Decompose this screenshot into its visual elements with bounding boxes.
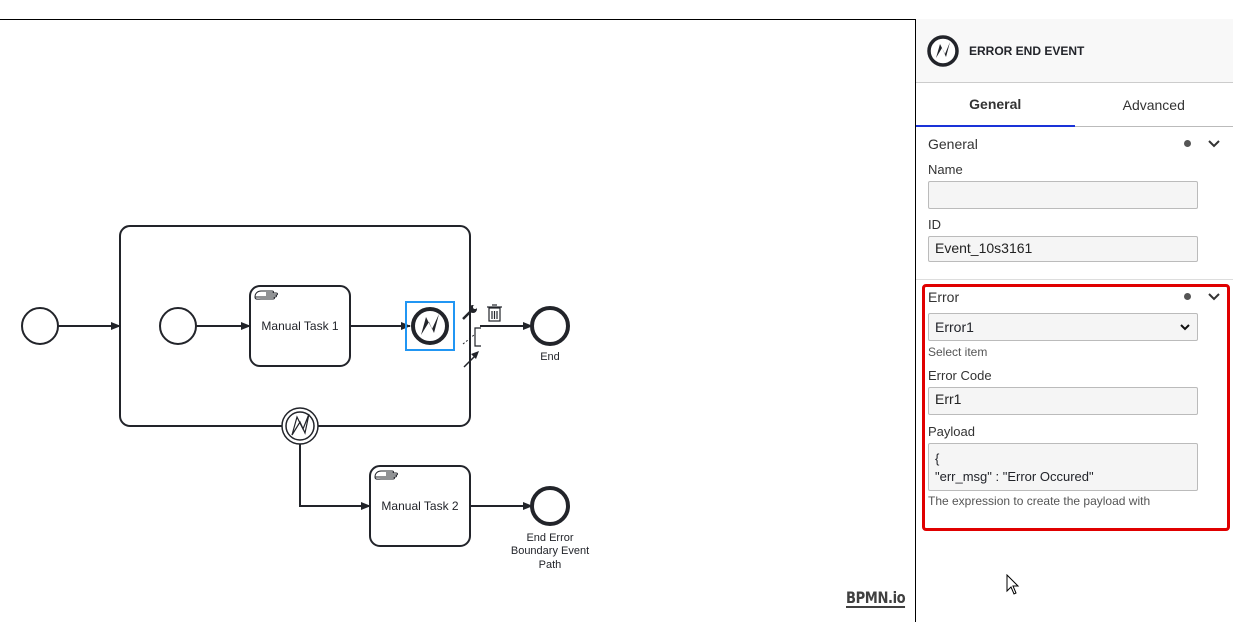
selection-outline <box>405 301 455 351</box>
name-label: Name <box>928 162 963 177</box>
general-group-title: General <box>928 135 978 152</box>
hand-icon <box>374 470 398 480</box>
wrench-icon[interactable] <box>462 305 477 320</box>
chevron-down-icon[interactable] <box>1207 137 1221 151</box>
error-end-event-icon <box>927 34 959 67</box>
mouse-cursor-icon <box>1006 574 1020 595</box>
connect-arrow-icon[interactable] <box>463 351 479 368</box>
chevron-down-icon <box>1180 324 1190 331</box>
error-select[interactable]: Error1 <box>928 313 1198 341</box>
bpmn-io-watermark[interactable]: BPMN.io <box>846 588 906 608</box>
diagram-canvas[interactable]: Manual Task 1 End <box>0 19 915 622</box>
inner-start-event[interactable] <box>159 307 197 345</box>
error-code-label: Error Code <box>928 368 992 383</box>
payload-hint: The expression to create the payload wit… <box>928 494 1151 508</box>
properties-panel: ERROR END EVENT General Advanced General… <box>915 19 1233 622</box>
panel-header-title: ERROR END EVENT <box>969 43 1085 58</box>
error-icon <box>291 413 310 436</box>
payload-label: Payload <box>928 424 975 439</box>
start-event[interactable] <box>21 307 59 345</box>
payload-line-1: { <box>935 451 940 466</box>
tab-general[interactable]: General <box>916 83 1075 127</box>
id-label: ID <box>928 217 941 232</box>
payload-line-2: "err_msg" : "Error Occured" <box>935 469 1094 484</box>
data-indicator-dot <box>1184 140 1191 147</box>
end-error-label-line1: End Error <box>526 532 573 544</box>
data-indicator-dot <box>1184 293 1191 300</box>
sequence-flow[interactable] <box>299 444 371 510</box>
general-group: General Name ID Event_10s3161 <box>916 127 1233 279</box>
tab-advanced[interactable]: Advanced <box>1122 96 1185 113</box>
id-field[interactable]: Event_10s3161 <box>928 236 1198 262</box>
name-field[interactable] <box>928 181 1198 209</box>
end-event[interactable] <box>530 306 570 346</box>
manual-task-2-label: Manual Task 2 <box>381 499 458 513</box>
error-group-title: Error <box>928 288 960 305</box>
general-group-header[interactable]: General <box>928 127 1221 160</box>
end-error-event[interactable] <box>530 486 570 526</box>
end-error-label-line3: Path <box>539 559 562 571</box>
bpmn-diagram[interactable]: Manual Task 1 End <box>0 1 915 623</box>
select-hint: Select item <box>928 345 988 359</box>
error-select-value: Error1 <box>935 319 974 335</box>
panel-header: ERROR END EVENT <box>916 19 1233 83</box>
end-error-label-line2: Boundary Event <box>511 545 589 557</box>
error-code-field[interactable]: Err1 <box>928 387 1198 415</box>
end-event-label: End <box>540 351 560 363</box>
panel-tabs: General Advanced <box>916 83 1233 127</box>
error-group-header[interactable]: Error <box>928 280 1221 313</box>
manual-task-1-label: Manual Task 1 <box>261 319 338 333</box>
error-icon <box>421 314 439 335</box>
error-end-event[interactable] <box>411 307 449 345</box>
chevron-down-icon[interactable] <box>1207 290 1221 304</box>
payload-field[interactable]: { "err_msg" : "Error Occured" <box>928 443 1198 491</box>
error-highlight-box <box>922 284 1230 531</box>
text-annotation-icon[interactable] <box>462 327 481 347</box>
divider <box>916 279 1233 280</box>
trash-icon[interactable] <box>487 304 502 322</box>
hand-icon <box>254 290 278 300</box>
error-group: Error Error1 Select item Error Code Err1… <box>916 280 1233 508</box>
